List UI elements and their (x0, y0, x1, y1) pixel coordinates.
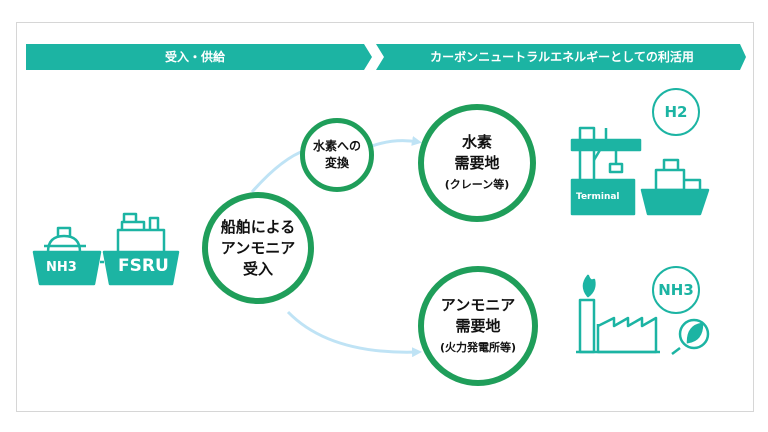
eco-plug-icon (671, 318, 710, 355)
node-ammonia-reception: 船舶による アンモニア 受入 (202, 192, 314, 304)
banner-right-label: カーボンニュートラルエネルギーとしての利活用 (430, 50, 694, 64)
nh3-badge: NH3 (652, 266, 700, 314)
hydrogen-demand-line1: 水素 (461, 132, 492, 151)
reception-line3: 受入 (242, 259, 273, 278)
ship-icons (32, 212, 180, 286)
terminal-icon (570, 126, 710, 216)
nh3-ship-hull (32, 250, 102, 286)
fsru-ship-label: FSRU (118, 256, 169, 276)
flame-icon (582, 274, 596, 298)
h2-badge: H2 (652, 88, 700, 136)
ammonia-demand-line3: (火力発電所等) (439, 340, 517, 354)
nh3-ship-label: NH3 (46, 260, 77, 275)
hydrogen-demand-line3: (クレーン等) (444, 177, 510, 191)
arrow-to-ammonia (286, 310, 422, 358)
power-plant-icon (576, 274, 660, 354)
diagram-frame (16, 22, 754, 412)
reception-line2: アンモニア (220, 238, 296, 257)
banner-right-shape (376, 44, 746, 70)
conversion-line2: 変換 (324, 156, 349, 170)
reception-line1: 船舶による (220, 217, 296, 236)
arrow-conversion-to-hydrogen (371, 136, 422, 148)
terminal-label: Terminal (576, 192, 620, 202)
conversion-line1: 水素への (312, 139, 361, 153)
node-hydrogen-conversion: 水素への 変換 (300, 118, 374, 192)
node-ammonia-demand: アンモニア 需要地 (火力発電所等) (418, 266, 538, 386)
node-hydrogen-demand: 水素 需要地 (クレーン等) (418, 104, 536, 222)
fsru-ship-hull (102, 250, 180, 286)
hydrogen-demand-line2: 需要地 (454, 153, 500, 172)
ammonia-demand-line2: 需要地 (455, 316, 501, 335)
nh3-ship-tank (46, 234, 82, 253)
arrow-to-conversion (250, 148, 307, 193)
banner-left-shape (26, 44, 372, 70)
ammonia-demand-line1: アンモニア (440, 295, 516, 314)
banner-left-label: 受入・供給 (164, 50, 225, 64)
